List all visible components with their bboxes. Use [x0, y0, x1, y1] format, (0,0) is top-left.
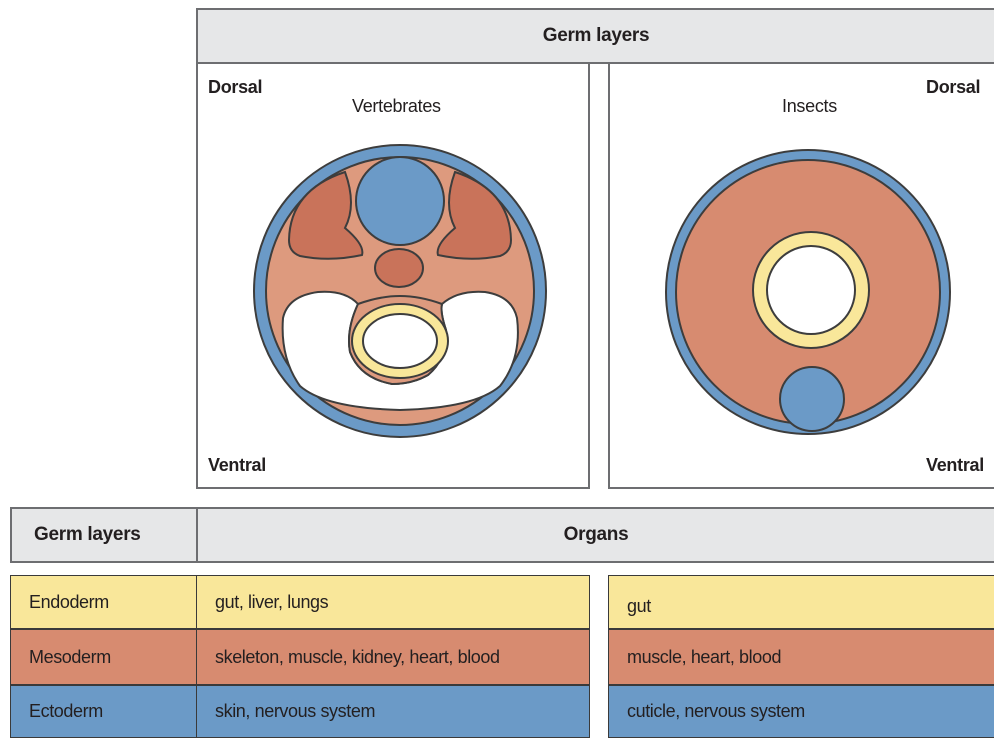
table-row-ectoderm-insects: cuticle, nervous system	[608, 685, 994, 738]
table-row-endoderm-layer: Endoderm	[10, 575, 198, 629]
table-col-germ-layers-header: Germ layers	[10, 507, 198, 563]
insect-gut-lumen	[767, 246, 855, 334]
table-col-organs-text: Organs	[564, 524, 629, 546]
insect-nerve-cord	[780, 367, 844, 431]
table-col-organs-header: Organs	[196, 507, 994, 563]
table-row-endoderm-insects: gut	[608, 575, 994, 629]
table-row-mesoderm-vertebrates: skeleton, muscle, kidney, heart, blood	[196, 629, 590, 685]
table-row-endoderm-vertebrates: gut, liver, lungs	[196, 575, 590, 629]
table-row-mesoderm-insects: muscle, heart, blood	[608, 629, 994, 685]
table-row-ectoderm-layer: Ectoderm	[10, 685, 198, 738]
table-col-germ-layers-text: Germ layers	[34, 524, 141, 546]
table-row-ectoderm-vertebrates: skin, nervous system	[196, 685, 590, 738]
table-row-mesoderm-layer: Mesoderm	[10, 629, 198, 685]
